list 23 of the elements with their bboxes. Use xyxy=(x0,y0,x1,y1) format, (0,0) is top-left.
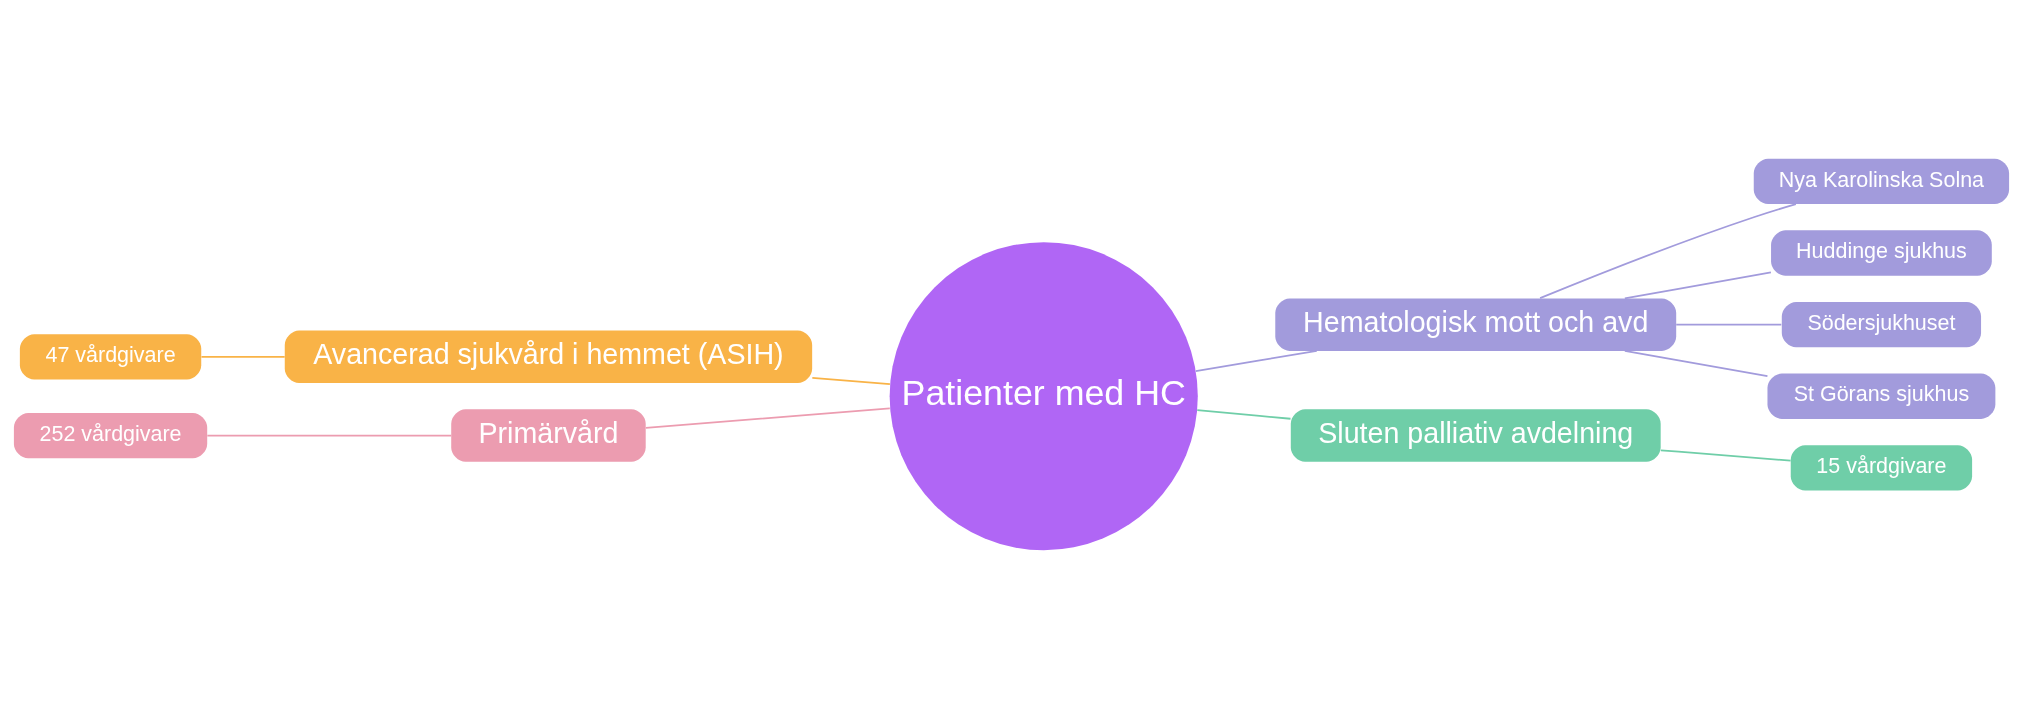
connector xyxy=(206,434,453,436)
connector xyxy=(1675,323,1783,326)
connector xyxy=(1196,408,1292,420)
node-box: 252 vårdgivare xyxy=(13,412,208,458)
node-box: Huddinge sjukhus xyxy=(1771,229,1992,276)
connector xyxy=(1194,349,1318,372)
connector xyxy=(1623,349,1769,377)
node-box: 15 vårdgivare xyxy=(1790,444,1973,490)
connector xyxy=(644,407,891,429)
node-box: Nya Karolinska Solna xyxy=(1753,158,2010,204)
connector xyxy=(811,376,891,385)
connector xyxy=(1539,202,1797,299)
node-box: Hematologisk mott och avd xyxy=(1275,297,1677,351)
connector xyxy=(1623,271,1772,299)
node-box: 47 vårdgivare xyxy=(19,333,202,379)
node-box: Sluten palliativ avdelning xyxy=(1290,408,1661,462)
node-box: Avancerad sjukvård i hemmet (ASIH) xyxy=(284,330,813,383)
node-box: Södersjukhuset xyxy=(1781,301,1982,347)
node-circle: Patienter med HC xyxy=(889,241,1198,550)
connector xyxy=(200,355,286,358)
node-box: Primärvård xyxy=(451,408,646,462)
node-box: St Görans sjukhus xyxy=(1767,373,1996,419)
connector xyxy=(1660,448,1792,462)
